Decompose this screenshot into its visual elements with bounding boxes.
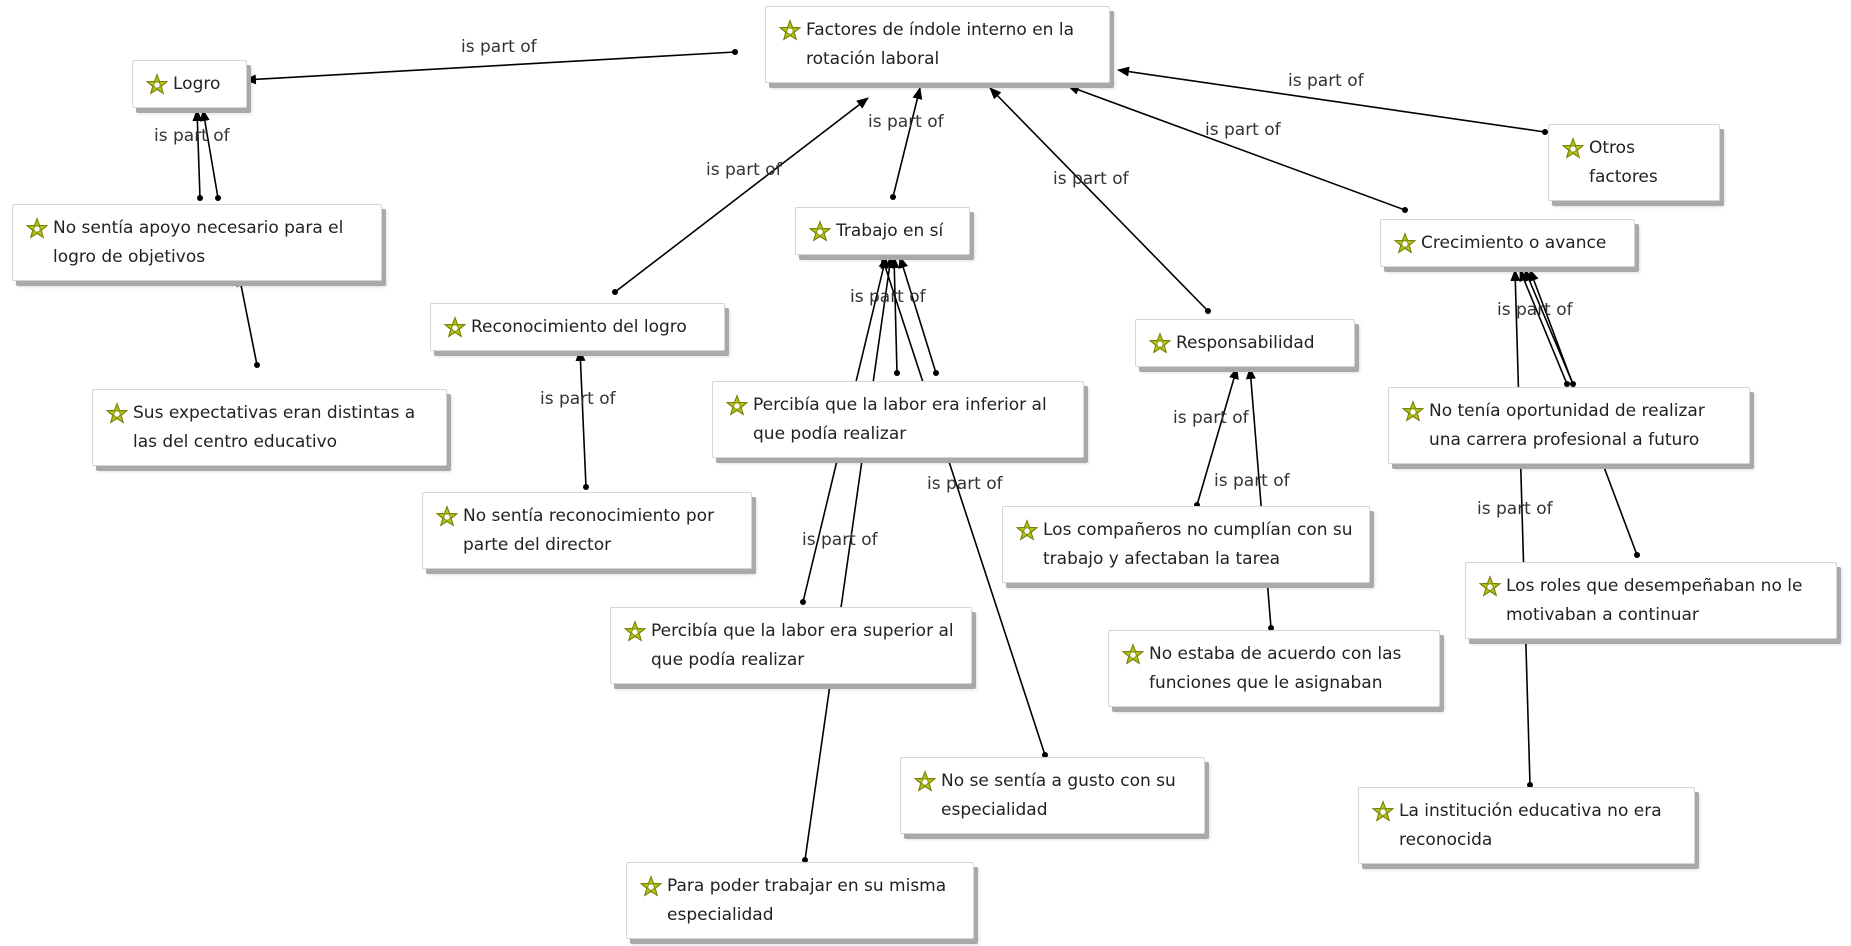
node-superior[interactable]: Percibía que la labor era superior al qu… bbox=[610, 607, 972, 684]
link-label: is part of bbox=[461, 37, 537, 57]
node-especialidad[interactable]: Para poder trabajar en su misma especial… bbox=[626, 862, 974, 939]
link-label: is part of bbox=[540, 389, 616, 409]
link-origin-dot bbox=[1564, 381, 1570, 387]
link-expectativas-apoyo[interactable] bbox=[236, 274, 258, 366]
node-star-icon bbox=[778, 19, 802, 43]
node-star-icon bbox=[1121, 643, 1145, 667]
node-gusto[interactable]: No se sentía a gusto con su especialidad bbox=[900, 757, 1205, 834]
link-label: is part of bbox=[1053, 169, 1129, 189]
link-origin-dot bbox=[800, 599, 806, 605]
link-origin-dot bbox=[732, 49, 738, 55]
link-origin-dot bbox=[1042, 752, 1048, 758]
link-label: is part of bbox=[927, 474, 1003, 494]
link-companeros-responsabilidad[interactable] bbox=[1196, 367, 1239, 506]
node-star-icon bbox=[435, 505, 459, 529]
link-origin-dot bbox=[1205, 308, 1211, 314]
link-origin-dot bbox=[1634, 552, 1640, 558]
link-label: is part of bbox=[706, 160, 782, 180]
link-otros-main[interactable] bbox=[1117, 66, 1546, 133]
link-apoyo-logro[interactable] bbox=[192, 109, 203, 199]
node-star-icon bbox=[1371, 800, 1395, 824]
node-responsabilidad[interactable]: Responsabilidad bbox=[1135, 319, 1355, 367]
link-origin-dot bbox=[933, 370, 939, 376]
node-roles[interactable]: Los roles que desempeñaban no le motivab… bbox=[1465, 562, 1837, 639]
link-label: is part of bbox=[1497, 300, 1573, 320]
link-responsabilidad-main[interactable] bbox=[989, 87, 1209, 312]
link-label: is part of bbox=[802, 530, 878, 550]
node-star-icon bbox=[808, 220, 832, 244]
link-origin-dot bbox=[1542, 129, 1548, 135]
node-star-icon bbox=[1393, 232, 1417, 256]
link-apoyo-logro-2[interactable] bbox=[199, 109, 219, 199]
link-origin-dot bbox=[1402, 207, 1408, 213]
link-logro-main[interactable] bbox=[244, 51, 736, 85]
link-label: is part of bbox=[850, 287, 926, 307]
link-origin-dot bbox=[890, 194, 896, 200]
link-inferior-trabajo-1[interactable] bbox=[889, 256, 900, 374]
node-star-icon bbox=[639, 875, 663, 899]
node-star-icon bbox=[1401, 400, 1425, 424]
link-crecimiento-main[interactable] bbox=[1067, 85, 1406, 211]
node-apoyo[interactable]: No sentía apoyo necesario para el logro … bbox=[12, 204, 382, 281]
node-star-icon bbox=[443, 316, 467, 340]
node-star-icon bbox=[105, 402, 129, 426]
node-oportunidad[interactable]: No tenía oportunidad de realizar una car… bbox=[1388, 387, 1750, 464]
link-label: is part of bbox=[1205, 120, 1281, 140]
link-label: is part of bbox=[1288, 71, 1364, 91]
node-star-icon bbox=[1478, 575, 1502, 599]
node-expectativas[interactable]: Sus expectativas eran distintas a las de… bbox=[92, 389, 447, 466]
node-institucion[interactable]: La institución educativa no era reconoci… bbox=[1358, 787, 1695, 864]
link-label: is part of bbox=[1173, 408, 1249, 428]
link-especialidad-trabajo[interactable] bbox=[804, 256, 895, 861]
node-star-icon bbox=[725, 394, 749, 418]
node-director[interactable]: No sentía reconocimiento por parte del d… bbox=[422, 492, 752, 569]
node-main[interactable]: Factores de índole interno en la rotació… bbox=[765, 6, 1110, 83]
node-inferior[interactable]: Percibía que la labor era inferior al qu… bbox=[712, 381, 1084, 458]
link-inferior-trabajo-2[interactable] bbox=[898, 256, 937, 374]
link-origin-dot bbox=[1527, 782, 1533, 788]
link-reconocimiento-main[interactable] bbox=[614, 97, 869, 293]
node-crecimiento[interactable]: Crecimiento o avance bbox=[1380, 219, 1635, 267]
link-trabajo-main[interactable] bbox=[892, 87, 923, 198]
node-otros[interactable]: Otros factores bbox=[1548, 124, 1720, 201]
link-origin-dot bbox=[894, 370, 900, 376]
link-gusto-trabajo[interactable] bbox=[880, 256, 1046, 756]
link-origin-dot bbox=[612, 289, 618, 295]
node-star-icon bbox=[25, 217, 49, 241]
link-label: is part of bbox=[154, 126, 230, 146]
link-director-reconocimiento[interactable] bbox=[575, 349, 587, 488]
node-star-icon bbox=[1015, 519, 1039, 543]
node-star-icon bbox=[623, 620, 647, 644]
link-origin-dot bbox=[1268, 625, 1274, 631]
link-label: is part of bbox=[868, 112, 944, 132]
node-reconocimiento[interactable]: Reconocimiento del logro bbox=[430, 303, 725, 351]
link-label: is part of bbox=[1477, 499, 1553, 519]
link-origin-dot bbox=[215, 195, 221, 201]
node-star-icon bbox=[145, 73, 169, 97]
node-star-icon bbox=[913, 770, 937, 794]
link-origin-dot bbox=[254, 362, 260, 368]
link-label: is part of bbox=[1214, 471, 1290, 491]
node-trabajo[interactable]: Trabajo en sí bbox=[795, 207, 970, 255]
node-star-icon bbox=[1148, 332, 1172, 356]
node-companeros[interactable]: Los compañeros no cumplían con su trabaj… bbox=[1002, 506, 1370, 583]
link-origin-dot bbox=[802, 857, 808, 863]
link-origin-dot bbox=[583, 484, 589, 490]
link-institucion-crecimiento[interactable] bbox=[1510, 269, 1531, 786]
node-funciones[interactable]: No estaba de acuerdo con las funciones q… bbox=[1108, 630, 1440, 707]
link-origin-dot bbox=[197, 195, 203, 201]
node-star-icon bbox=[1561, 137, 1585, 161]
link-funciones-responsabilidad[interactable] bbox=[1245, 367, 1272, 629]
node-logro[interactable]: Logro bbox=[132, 60, 247, 108]
link-oportunidad-crecimiento-2[interactable] bbox=[1519, 269, 1568, 385]
